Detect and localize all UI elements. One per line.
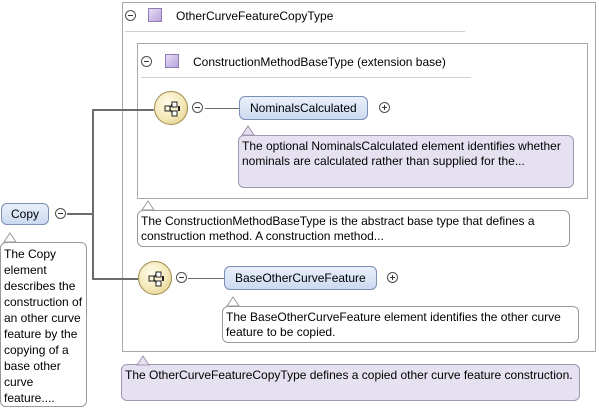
collapse-sequence-icon[interactable] <box>192 102 203 113</box>
element-nominals-calculated[interactable]: NominalsCalculated <box>239 96 368 120</box>
collapse-root-icon[interactable] <box>55 208 66 219</box>
branch-top-line <box>92 109 154 111</box>
outer-type-title: OtherCurveFeatureCopyType <box>176 9 334 23</box>
branch-vertical-line <box>92 110 94 280</box>
nominals-calculated-documentation: The optional NominalsCalculated element … <box>238 135 574 188</box>
root-element-documentation: The Copy element describes the construct… <box>0 242 87 407</box>
expand-element-icon[interactable] <box>387 272 398 283</box>
base-other-doc-pointer <box>226 296 240 307</box>
sequence-icon[interactable] <box>154 91 188 125</box>
seq2-connector-line <box>188 278 224 279</box>
outer-type-documentation: The OtherCurveFeatureCopyType defines a … <box>121 364 580 401</box>
base-type-doc-pointer <box>141 200 155 211</box>
branch-bottom-line <box>92 278 138 280</box>
complex-type-icon <box>148 8 162 22</box>
collapse-base-type-icon[interactable] <box>141 56 152 67</box>
collapse-sequence-icon[interactable] <box>176 272 187 283</box>
base-other-curve-feature-documentation: The BaseOtherCurveFeature element identi… <box>222 306 579 343</box>
base-type-title: ConstructionMethodBaseType (extension ba… <box>193 55 446 69</box>
base-type-documentation: The ConstructionMethodBaseType is the ab… <box>137 210 570 247</box>
element-base-other-curve-feature[interactable]: BaseOtherCurveFeature <box>224 266 377 290</box>
root-connector-line <box>67 213 93 215</box>
outer-type-doc-pointer <box>136 355 150 366</box>
collapse-outer-type-icon[interactable] <box>125 10 136 21</box>
base-type-title-underline <box>141 77 471 78</box>
outer-type-title-underline <box>125 31 465 32</box>
complex-type-icon <box>165 54 179 68</box>
root-element-copy[interactable]: Copy <box>1 203 50 225</box>
nominals-doc-pointer <box>241 125 255 136</box>
expand-element-icon[interactable] <box>379 102 390 113</box>
root-doc-pointer <box>3 232 17 243</box>
sequence-icon[interactable] <box>138 261 172 295</box>
seq1-connector-line <box>205 108 239 109</box>
